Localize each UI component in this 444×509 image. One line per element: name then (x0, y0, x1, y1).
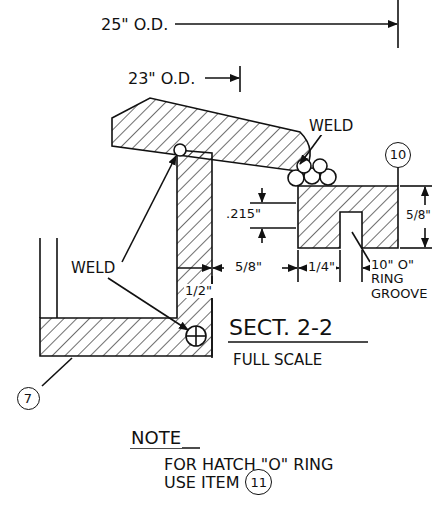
dimension: 1/2" (184, 284, 213, 298)
callout-circle: 11 (245, 469, 272, 496)
groove-note: 10" O" RING GROOVE (370, 258, 438, 301)
dimension: 23" O.D. (127, 70, 196, 88)
section-title: SECT. 2-2 (228, 316, 334, 340)
callout-circle: 7 (17, 387, 40, 410)
weld-note: WELD (308, 118, 354, 135)
callout-number: 10 (390, 148, 407, 161)
scale-note: FULL SCALE (232, 352, 323, 369)
dimension: 1/4" (307, 260, 336, 274)
callout-circle: 10 (385, 142, 412, 169)
weld-note: WELD (70, 260, 116, 277)
callout-number: 7 (24, 392, 32, 405)
dimension: 5/8" (234, 260, 263, 274)
dimension: .215" (225, 207, 262, 221)
note-heading: NOTE (130, 428, 182, 448)
dimension: 25" O.D. (100, 16, 169, 34)
callout-number: 11 (250, 476, 267, 489)
dimension: 5/8" (405, 209, 432, 222)
